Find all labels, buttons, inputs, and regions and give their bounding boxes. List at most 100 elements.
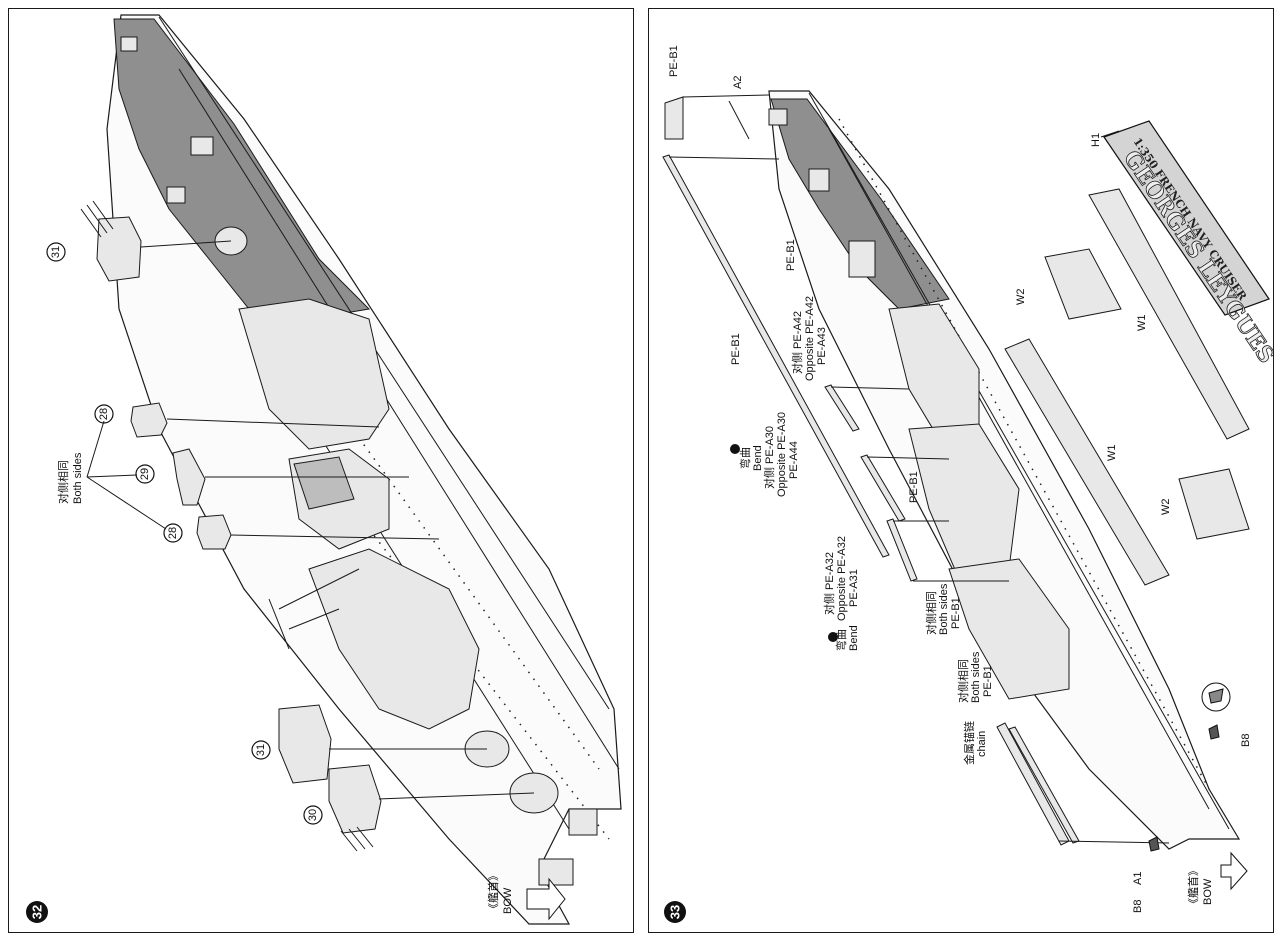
label-opp-a32-en: Opposite PE-A32 bbox=[836, 536, 848, 621]
label-pe-a44: PE-A44 bbox=[788, 441, 800, 479]
both-sides-en: Both sides bbox=[72, 452, 84, 504]
label-opp-a42-cn: 对侧 PE-A42 bbox=[790, 311, 804, 374]
label-bow-cn: 《艦首》 bbox=[1186, 865, 1200, 909]
label-opp-a30-en: Opposite PE-A30 bbox=[776, 412, 788, 497]
anchor-b8-small bbox=[1208, 724, 1220, 740]
label-both-sides-en-1: Both sides bbox=[938, 583, 950, 635]
callout-28-lower: 28 bbox=[163, 523, 183, 543]
stand-w1-base bbox=[1004, 338, 1170, 586]
hull-line bbox=[828, 128, 1210, 810]
stand-w2-bottom bbox=[1178, 468, 1250, 540]
label-opp-a30-cn: 对侧 PE-A30 bbox=[762, 426, 776, 489]
bow-arrow-icon bbox=[1220, 851, 1248, 891]
callout-31-top: 31 bbox=[46, 242, 66, 262]
label-both-sides-cn-1: 对侧相同 bbox=[924, 591, 938, 635]
step-33-diagram: 1:350 FRENCH NAVY CRUISER GEORGES LEYGUE… bbox=[662, 45, 1273, 923]
callout-label: 29 bbox=[139, 468, 151, 480]
portholes bbox=[368, 528, 610, 840]
callout-label: 28 bbox=[98, 408, 110, 420]
anchor-b8-small bbox=[1148, 836, 1160, 852]
pe-a43-rail bbox=[824, 384, 860, 432]
bend-icon bbox=[730, 444, 740, 454]
label-pe-b1-side: PE-B1 bbox=[730, 333, 742, 365]
step-number: 32 bbox=[30, 905, 45, 919]
callout-label: 31 bbox=[255, 744, 267, 756]
part-28-upper bbox=[130, 402, 168, 438]
step-33-badge: 33 bbox=[664, 901, 686, 923]
callout-label: 28 bbox=[167, 527, 179, 539]
hull-line bbox=[158, 16, 610, 710]
bow-en: BOW bbox=[502, 887, 514, 914]
label-pe-a31: PE-A31 bbox=[848, 569, 860, 607]
part-31-turret-lower bbox=[278, 704, 332, 784]
chain-rail-1 bbox=[996, 722, 1070, 846]
instruction-page-step-32: 31 28 29 28 31 30 对侧相同 Both sides 《艦首》 B… bbox=[8, 8, 634, 933]
part-29 bbox=[172, 448, 206, 506]
stand-w1-top bbox=[1088, 188, 1250, 440]
funnel bbox=[293, 456, 355, 510]
leader-line bbox=[378, 792, 535, 800]
label-w1-top: W1 bbox=[1136, 315, 1148, 332]
deck-fitting bbox=[568, 808, 598, 836]
label-h1: H1 bbox=[1090, 133, 1102, 147]
step-number: 33 bbox=[668, 905, 683, 919]
a2-part bbox=[728, 100, 750, 140]
callout-label: 30 bbox=[307, 809, 319, 821]
label-opp-a32-cn: 对侧 PE-A32 bbox=[822, 552, 836, 615]
deck-fitting bbox=[808, 168, 830, 192]
label-both-sides-en-2: Both sides bbox=[970, 651, 982, 703]
callout-28-upper: 28 bbox=[94, 404, 114, 424]
leader-line bbox=[166, 418, 380, 428]
label-bend-en-1: Bend bbox=[752, 445, 764, 471]
hull-line bbox=[808, 92, 1230, 830]
portholes bbox=[838, 118, 1210, 790]
label-bow-en: BOW bbox=[1202, 878, 1214, 905]
callout-label: 31 bbox=[50, 246, 62, 258]
part-31-turret-top bbox=[80, 200, 142, 282]
label-pe-b1-both-1: PE-B1 bbox=[950, 597, 962, 629]
pe-b1-rail-top bbox=[664, 96, 684, 140]
bridge-tower bbox=[308, 548, 480, 730]
label-bend-cn-1: 弯曲 bbox=[738, 447, 752, 469]
label-w2-bottom: W2 bbox=[1160, 499, 1172, 516]
label-chain-cn: 金属锚链 bbox=[962, 721, 976, 765]
leader-line bbox=[230, 534, 440, 540]
instruction-page-step-33: 1:350 FRENCH NAVY CRUISER GEORGES LEYGUE… bbox=[648, 8, 1274, 933]
part-28-lower bbox=[196, 514, 232, 550]
chain-rail-2 bbox=[1008, 726, 1080, 844]
deck-fitting bbox=[768, 108, 788, 126]
label-b8-bottom: B8 bbox=[1132, 900, 1144, 913]
deck-fitting bbox=[190, 136, 214, 156]
label-bend-en-2: Bend bbox=[848, 625, 860, 651]
both-sides-leader bbox=[86, 420, 167, 530]
label-pe-b1-top: PE-B1 bbox=[668, 45, 680, 77]
callout-30: 30 bbox=[303, 805, 323, 825]
step-32-diagram: 31 28 29 28 31 30 对侧相同 Both sides 《艦首》 B… bbox=[26, 14, 622, 925]
label-pe-b1-both-2: PE-B1 bbox=[982, 665, 994, 697]
bow-cn: 《艦首》 bbox=[486, 870, 500, 914]
mast bbox=[268, 568, 360, 650]
deck-fitting bbox=[848, 240, 876, 278]
callout-29: 29 bbox=[135, 464, 155, 484]
deck-fitting bbox=[166, 186, 186, 204]
superstructure bbox=[238, 298, 390, 450]
superstructure bbox=[948, 558, 1070, 700]
bend-icon bbox=[828, 632, 838, 642]
both-sides-cn: 对侧相同 bbox=[56, 460, 70, 504]
label-w1-mid: W1 bbox=[1106, 445, 1118, 462]
callout-31-lower: 31 bbox=[251, 740, 271, 760]
deck-fitting bbox=[538, 858, 574, 886]
label-w2-top: W2 bbox=[1015, 289, 1027, 306]
label-b8-right: B8 bbox=[1240, 734, 1252, 747]
leader-line bbox=[140, 240, 232, 248]
label-opp-a42-en: Opposite PE-A42 bbox=[804, 296, 816, 381]
label-a2: A2 bbox=[732, 76, 744, 89]
label-a1: A1 bbox=[1132, 872, 1144, 885]
anchor-b8-icon bbox=[1201, 682, 1231, 712]
hull-line bbox=[178, 68, 620, 770]
label-pe-a43: PE-A43 bbox=[816, 327, 828, 365]
label-pe-b1-deck: PE-B1 bbox=[785, 239, 797, 271]
label-chain-en: chain bbox=[976, 731, 988, 757]
deck-fitting bbox=[120, 36, 138, 52]
labels: PE-B1 A2 H1 PE-B1 PE-B1 W2 W1 W1 W2 对侧 P… bbox=[668, 45, 1252, 913]
